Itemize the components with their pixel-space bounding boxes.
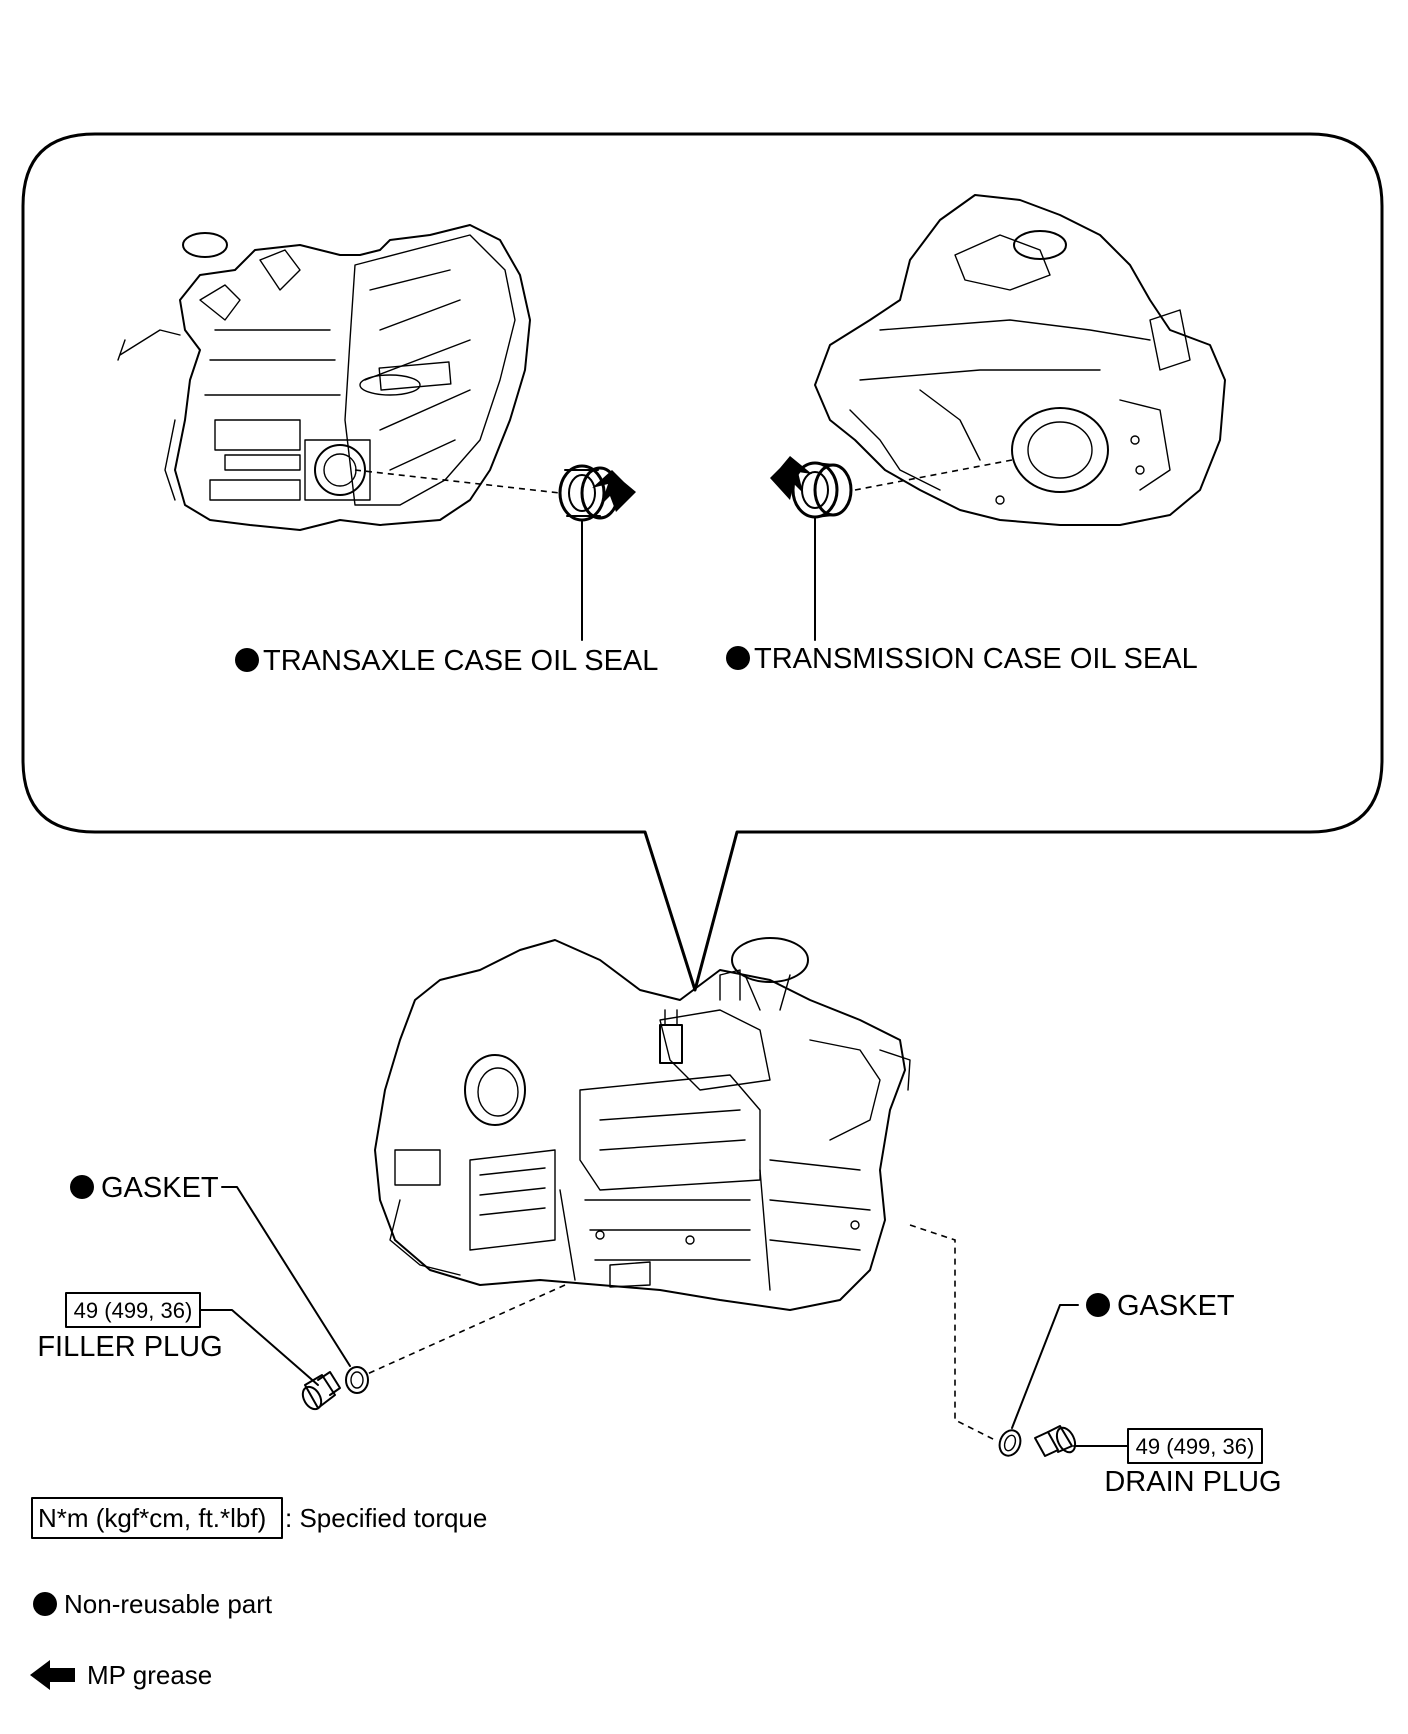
left-gasket-label: GASKET — [101, 1172, 219, 1204]
callout-bubble — [21, 132, 1384, 992]
filler-plug-torque-value: 49 (499, 36) — [74, 1298, 193, 1323]
leader-line — [199, 1309, 319, 1386]
alignment-line — [364, 1284, 566, 1376]
transaxle-assembly-illustration — [374, 937, 911, 1311]
drain-plug-label: DRAIN PLUG — [1104, 1466, 1281, 1498]
grease-arrow-icon — [30, 1660, 75, 1690]
alignment-line — [354, 469, 561, 494]
transaxle-seal-label: TRANSAXLE CASE OIL SEAL — [263, 645, 658, 677]
legend-torque-box — [31, 1497, 283, 1539]
drain-plug-torque-value: 49 (499, 36) — [1136, 1434, 1255, 1459]
nonreusable-icon — [1086, 1293, 1110, 1317]
filler-plug-part — [301, 1371, 341, 1411]
nonreusable-icon — [726, 646, 750, 670]
filler-plug-torque-box — [65, 1292, 201, 1328]
transaxle-case-illustration — [117, 224, 531, 531]
legend-torque-unit: N*m (kgf*cm, ft.*lbf) — [38, 1503, 266, 1533]
legend-torque-desc: : Specified torque — [285, 1503, 487, 1533]
drain-plug-torque-box — [1127, 1428, 1263, 1464]
alignment-line — [909, 1224, 996, 1441]
right-gasket-label: GASKET — [1117, 1290, 1235, 1322]
transmission-case-illustration — [814, 194, 1226, 526]
drain-plug-part — [1034, 1425, 1077, 1457]
nonreusable-icon — [70, 1175, 94, 1199]
nonreusable-icon — [33, 1592, 57, 1616]
grease-arrow-icon — [770, 456, 812, 500]
left-gasket-ring — [345, 1366, 369, 1394]
alignment-line — [854, 459, 1013, 491]
legend-nonreusable-desc: Non-reusable part — [64, 1589, 273, 1619]
legend: N*m (kgf*cm, ft.*lbf) : Specified torque… — [30, 1497, 487, 1690]
leader-line — [221, 1186, 351, 1367]
filler-plug-label: FILLER PLUG — [37, 1331, 222, 1363]
right-gasket-ring — [998, 1429, 1022, 1457]
legend-grease-desc: MP grease — [87, 1660, 212, 1690]
leader-line — [1011, 1304, 1079, 1429]
grease-arrow-icon — [592, 470, 636, 512]
nonreusable-icon — [235, 648, 259, 672]
transmission-seal-label: TRANSMISSION CASE OIL SEAL — [754, 643, 1198, 675]
